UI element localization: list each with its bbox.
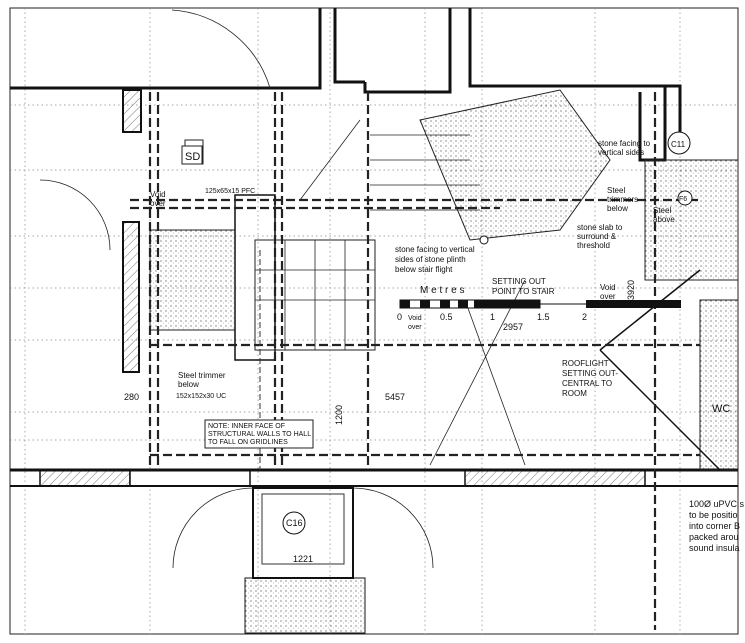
c11-marker	[667, 131, 691, 155]
sheet-border	[9, 7, 739, 635]
dim-2957: 2957	[503, 322, 523, 332]
dim-1221: 1221	[293, 554, 313, 564]
c16-marker	[282, 511, 306, 535]
scale-tick-0-5: 0.5	[440, 312, 453, 322]
gridlines	[10, 8, 738, 634]
note-box	[204, 419, 314, 449]
sd-box	[181, 145, 203, 165]
door-swings	[39, 9, 434, 569]
dim-280: 280	[124, 392, 139, 402]
f6-marker	[677, 190, 693, 206]
dim-5457: 5457	[385, 392, 405, 402]
scale-tick-1: 1	[490, 312, 495, 322]
label-sd: SD	[185, 151, 200, 163]
label-f6: F6	[679, 196, 687, 203]
scale-bar	[399, 299, 681, 309]
label-uc: 152x152x30 UC	[176, 393, 226, 400]
steel-beams	[130, 92, 700, 630]
scale-tick-0: 0	[397, 312, 402, 322]
label-c11: C11	[671, 140, 686, 149]
label-c16: C16	[286, 518, 303, 528]
dim-1200: 1200	[334, 405, 344, 425]
walls	[10, 8, 739, 634]
label-metres: M e t r e s	[420, 285, 464, 296]
scale-tick-2: 2	[582, 312, 587, 322]
label-wc: WC	[712, 403, 730, 415]
scale-tick-1-5: 1.5	[537, 312, 550, 322]
label-pfc: 125x65x15 PFC	[205, 188, 255, 195]
setting-out-point	[479, 235, 489, 245]
dim-3920: 3920	[626, 280, 636, 300]
